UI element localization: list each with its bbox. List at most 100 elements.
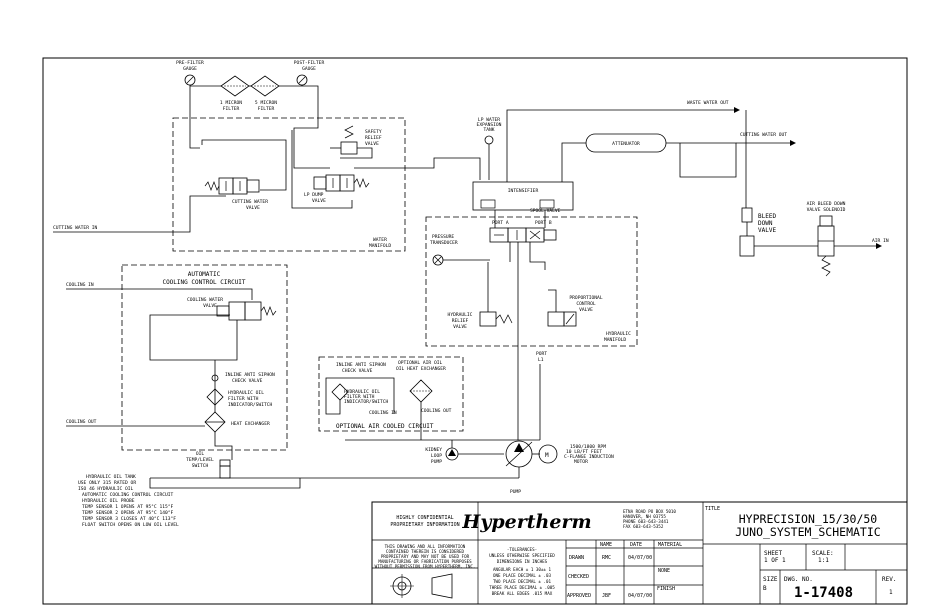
intensifier-label: INTENSIFIER (508, 188, 539, 194)
material-value: NONE (658, 568, 670, 574)
scale-value: 1:1 (818, 557, 829, 564)
pump-label: PUMP (510, 489, 521, 495)
spool-valve-label: SPOOL VALVE (530, 208, 561, 214)
optional-oil-filter-icon (331, 383, 349, 401)
port-b-label: PORT B (535, 220, 552, 226)
approved-name: JBF (602, 593, 611, 599)
hydraulic-relief-valve-icon (479, 311, 497, 327)
spool-valve-icon (489, 227, 557, 243)
size-value: B (763, 585, 767, 592)
optional-cooling-in-label: COOLING IN (369, 410, 397, 416)
hydraulic-oil-filter-icon (206, 388, 224, 406)
intensifier-icon (472, 181, 574, 211)
motor-letter: M (545, 452, 549, 459)
title-block-frame (371, 501, 908, 605)
approved-label: APPROVED (567, 593, 591, 599)
col-name-header: NAME (600, 542, 612, 548)
cutting-water-out-label: CUTTING WATER OUT (740, 132, 787, 138)
optional-circuit-title: OPTIONAL AIR COOLED CIRCUIT (336, 423, 434, 430)
air-in-label: AIR IN (872, 238, 889, 244)
motor-icon (538, 444, 558, 464)
sheet-label: SHEET (764, 550, 782, 557)
heat-exchanger-label: HEAT EXCHANGER (231, 421, 270, 427)
drawn-name: RMC (602, 555, 611, 561)
attenuator-label: ATTENUATOR (612, 141, 640, 147)
drawn-label: DRAWN (569, 555, 584, 561)
rev-value: 1 (889, 589, 893, 596)
bleed-down-valve-icon (739, 235, 755, 257)
dwg-no-label: DWG. NO. (784, 576, 813, 583)
safety-relief-valve-icon (340, 141, 358, 155)
approved-date: 04/07/00 (628, 593, 652, 599)
lp-dump-valve-icon (313, 174, 370, 192)
checked-label: CHECKED (568, 574, 589, 580)
finish-label: FINISH (657, 586, 675, 592)
drawn-date: 04/07/00 (628, 555, 652, 561)
projection-symbol-icon (390, 573, 453, 599)
company-logo: Hypertherm (461, 511, 591, 533)
col-material-header: MATERIAL (658, 542, 682, 548)
cooling-water-valve-icon (216, 301, 277, 321)
lp-water-expansion-tank-icon (484, 135, 494, 145)
cooling-circuit-box (121, 264, 288, 451)
oil-temp-level-switch-icon (219, 465, 231, 479)
rev-label: REV. (882, 576, 896, 583)
cooling-in-label: COOLING IN (66, 282, 94, 288)
waste-water-out-label: WASTE WATER OUT (687, 100, 729, 106)
scale-label: SCALE: (812, 550, 834, 557)
hydraulic-manifold-box (425, 216, 638, 347)
cutting-water-in-label: CUTTING WATER IN (53, 225, 97, 231)
sheet-value: 1 OF 1 (764, 557, 786, 564)
optional-cooling-out-label: COOLING OUT (421, 408, 452, 414)
dwg-no-value: 1-17408 (794, 585, 853, 601)
optional-circuit-box (318, 356, 464, 432)
size-label: SIZE (763, 576, 778, 583)
proportional-control-valve-icon (547, 311, 565, 327)
cutting-water-valve-icon (204, 177, 260, 195)
cooling-out-label: COOLING OUT (66, 419, 97, 425)
title-label: TITLE (705, 506, 720, 512)
port-a-label: PORT A (492, 220, 509, 226)
col-date-header: DATE (630, 542, 642, 548)
